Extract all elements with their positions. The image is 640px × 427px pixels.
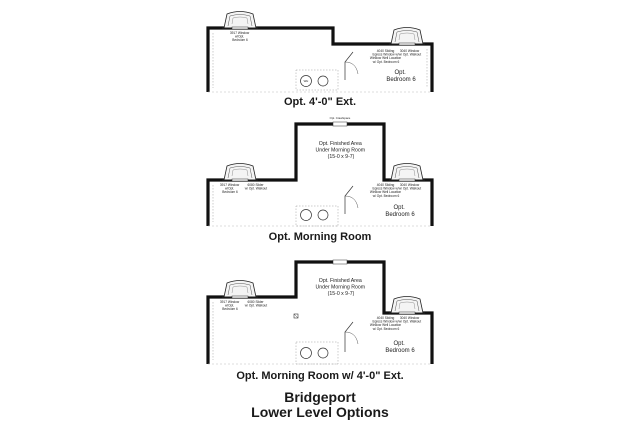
note-window-right: 3040 Window w/ Opt. Walkout	[399, 49, 421, 57]
area-label: Opt. Finished Area Under Morning Room (1…	[315, 141, 366, 160]
plan-caption-2: Opt. Morning Room	[268, 231, 372, 243]
note-slider: 6080 Slider w/ Opt. Walkout	[245, 183, 267, 191]
water-heater-icon	[300, 347, 312, 359]
plan-caption-3: Opt. Morning Room w/ 4'-0" Ext.	[236, 370, 404, 382]
note-window-left: 3917 Window w/Opt. Bedroom 6	[220, 183, 240, 194]
window-well-icon	[388, 296, 426, 314]
page-subtitle: Lower Level Options	[251, 404, 389, 420]
note-egress-window: 4040 Sliding Egress Window w/ Window Wel…	[370, 183, 402, 198]
furnace-icon	[317, 75, 329, 87]
furnace-icon	[317, 347, 329, 359]
window-well-icon	[221, 280, 259, 298]
page-title: Bridgeport	[284, 389, 356, 405]
note-window-left: 3917 Window w/Opt. Bedroom 6	[220, 300, 240, 311]
note-crawlspace: Opt. Crawlspace	[330, 116, 351, 120]
plan-4ft-ext: WH 3917 Window w/Opt. Bedroom 6 4040 Sli…	[206, 11, 434, 93]
area-label: Opt. Finished Area Under Morning Room (1…	[315, 278, 366, 297]
window-well-icon	[388, 27, 426, 45]
room-label-bedroom6: Opt. Bedroom 6	[385, 341, 415, 354]
note-window-right: 3040 Window w/ Opt. Walkout	[399, 316, 421, 324]
window-well-icon	[388, 163, 426, 181]
water-heater-icon	[300, 209, 312, 221]
room-label-bedroom6: Opt. Bedroom 6	[386, 70, 416, 83]
svg-text:WH: WH	[304, 79, 309, 83]
note-window-right: 3040 Window w/ Opt. Walkout	[399, 183, 421, 191]
note-slider: 6080 Slider w/ Opt. Walkout	[245, 300, 267, 308]
water-heater-icon	[300, 75, 312, 87]
window-well-icon	[221, 11, 259, 29]
plan-caption-1: Opt. 4'-0" Ext.	[283, 96, 356, 108]
window-well-icon	[221, 163, 259, 181]
note-window-left: 3917 Window w/Opt. Bedroom 6	[230, 31, 250, 42]
note-egress-window: 4040 Sliding Egress Window w/ Window Wel…	[370, 316, 402, 331]
note-egress-window: 4040 Sliding Egress Window w/ Window Wel…	[370, 49, 402, 64]
room-label-bedroom6: Opt. Bedroom 6	[385, 205, 415, 218]
furnace-icon	[317, 209, 329, 221]
plan-morning-room: Opt. Crawlspace Opt. Finished Area Under…	[206, 116, 434, 227]
plan-morning-room-4ft-ext: Opt. Finished Area Under Morning Room (1…	[206, 259, 434, 365]
